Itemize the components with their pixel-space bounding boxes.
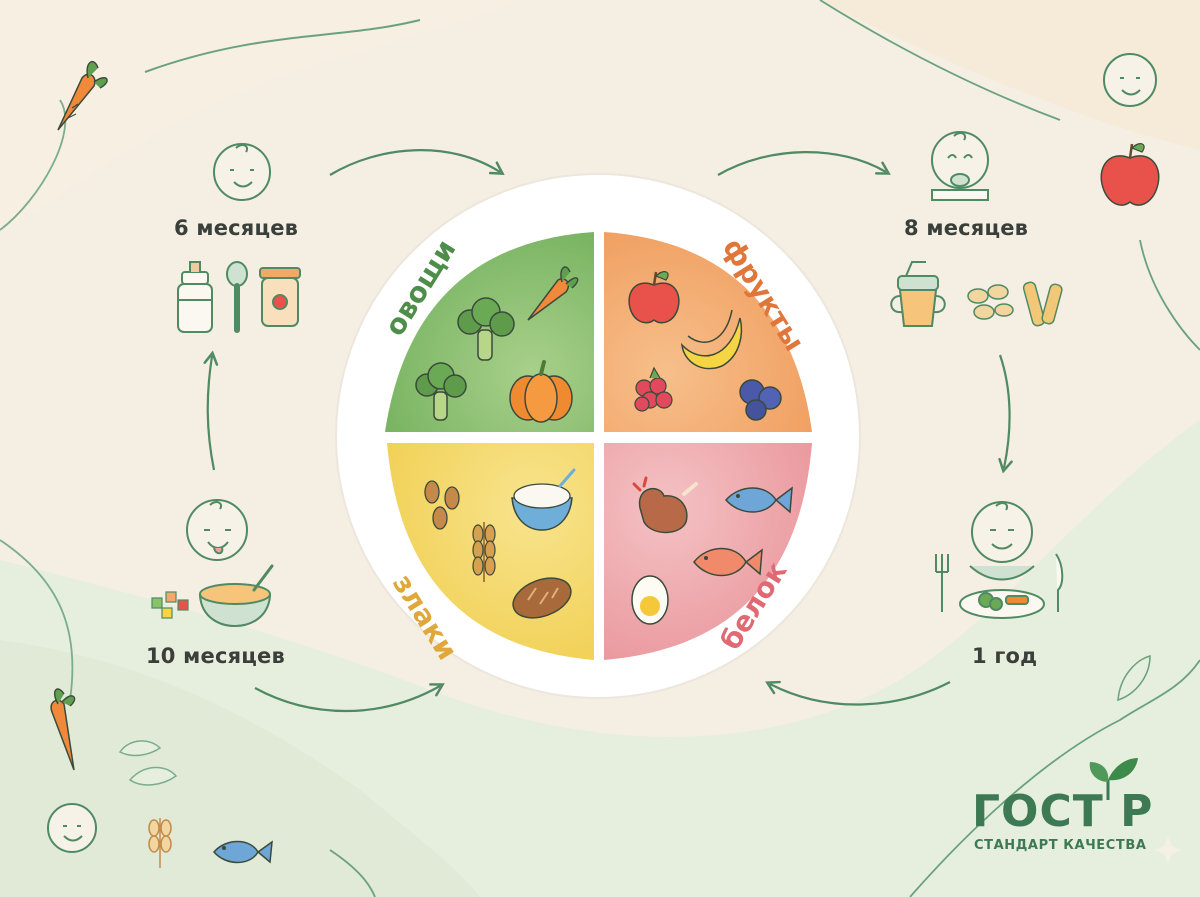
apple-deco-icon: [1100, 143, 1160, 206]
bean-snacks-icon: [967, 284, 1014, 320]
banana-icon: [680, 309, 743, 370]
stage-label-10-months: 10 месяцев: [146, 644, 285, 668]
apple-icon: [628, 271, 680, 324]
leaf-deco-icon: [118, 740, 178, 786]
sparkle-icon: [1154, 836, 1182, 864]
fork-icon: [935, 554, 949, 612]
sprout-icon: [1089, 758, 1138, 800]
fish-icon: [725, 486, 793, 514]
knife-icon: [1055, 553, 1064, 612]
baby-face-deco-bottom-icon: [47, 803, 97, 853]
baby-tongue-icon: [186, 499, 248, 561]
baby-bib-icon: [969, 501, 1035, 581]
stage-label-1-year: 1 год: [972, 644, 1038, 668]
rice-bowl-icon: [511, 468, 576, 531]
food-plate-icon: [959, 589, 1045, 619]
wheat-icon: [472, 522, 496, 582]
baby-pacifier-icon: [931, 131, 989, 201]
spoon-icon: [226, 261, 248, 333]
label-vegetables: овощи: [378, 234, 463, 342]
baby-face-6m-icon: [213, 143, 271, 201]
bread-loaf-icon: [512, 577, 572, 619]
chicken-icon: [632, 476, 698, 534]
oat-seeds-icon: [424, 480, 460, 530]
label-fruits: фрукты: [716, 232, 811, 357]
broccoli-small-icon: [415, 362, 467, 421]
stage-label-6-months: 6 месяцев: [174, 216, 299, 240]
carrot-deco-bottom-icon: [50, 688, 76, 771]
carrot-icon: [527, 266, 579, 321]
leaf-deco-right-icon: [1117, 655, 1151, 702]
raspberry-icon: [634, 366, 673, 412]
carrot-deco-icon: [57, 60, 108, 131]
egg-icon: [631, 575, 669, 625]
blueberry-icon: [739, 379, 782, 421]
pumpkin-icon: [509, 360, 573, 423]
fish-deco-icon: [213, 840, 273, 864]
label-grains: злаки: [386, 568, 464, 665]
broccoli-icon: [457, 297, 515, 361]
biscuit-sticks-icon: [1022, 281, 1063, 327]
baby-food-jar-icon: [259, 267, 301, 327]
food-cubes-icon: [151, 591, 189, 619]
sippy-cup-icon: [890, 261, 946, 327]
baby-bottle-icon: [177, 261, 213, 333]
label-protein: белок: [714, 556, 794, 656]
food-bowl-icon: [198, 564, 274, 628]
logo-subtitle: СТАНДАРТ КАЧЕСТВА: [974, 838, 1147, 853]
wheat-deco-icon: [148, 818, 172, 868]
stage-label-8-months: 8 месяцев: [904, 216, 1029, 240]
fish-salmon-icon: [693, 547, 763, 577]
baby-face-deco-icon: [1103, 53, 1157, 107]
logo-title: ГОСТ Р: [972, 786, 1154, 837]
